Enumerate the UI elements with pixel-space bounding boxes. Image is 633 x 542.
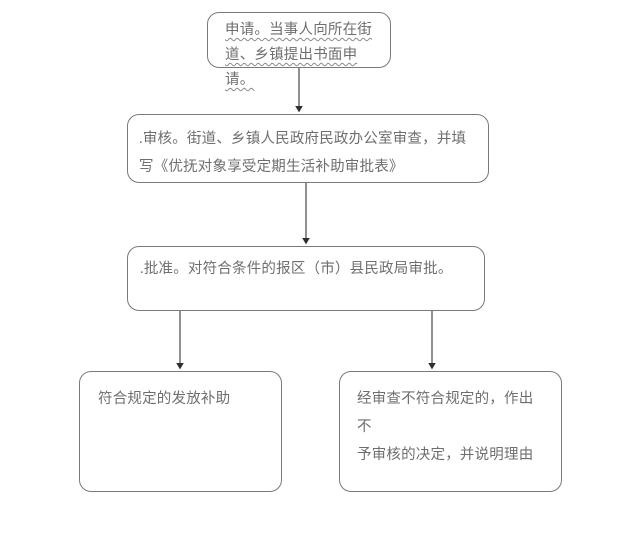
flowchart-node-apply-text: 申请。当事人向所在街道、乡镇提出书面申请。 bbox=[225, 18, 377, 93]
flowchart-node-reject-text: 经审查不符合规定的，作出不予审核的决定，并说明理由 bbox=[357, 385, 547, 469]
flowchart-node-reject-line1: 经审查不符合规定的，作出不 bbox=[357, 391, 534, 435]
flowchart-node-approve[interactable]: .批准。对符合条件的报区（市）县民政局审批。 bbox=[127, 246, 485, 311]
flowchart-node-grant-text: 符合规定的发放补助 bbox=[98, 387, 269, 412]
flowchart-node-review-text: .审核。街道、乡镇人民政府民政办公室审查，并填写《优抚对象享受定期生活补助审批表… bbox=[139, 125, 478, 181]
flowchart-node-reject-line2: 予审核的决定，并说明理由 bbox=[357, 447, 534, 463]
flowchart-node-grant[interactable]: 符合规定的发放补助 bbox=[79, 371, 282, 492]
flowchart-node-apply[interactable]: 申请。当事人向所在街道、乡镇提出书面申请。 bbox=[207, 12, 391, 88]
flowchart-node-approve-line1: .批准。对符合条件的报区（市）县民政局审批。 bbox=[140, 261, 453, 277]
flowchart-node-apply-line1: 申请。当事人向所在街 bbox=[225, 22, 372, 38]
flowchart-node-review-line1: .审核。街道、乡镇人民政府民政办公室审查，并填 bbox=[139, 131, 467, 147]
flowchart-node-review[interactable]: .审核。街道、乡镇人民政府民政办公室审查，并填写《优抚对象享受定期生活补助审批表… bbox=[127, 114, 489, 183]
flowchart-node-grant-line1: 符合规定的发放补助 bbox=[98, 391, 231, 407]
flowchart-node-apply-line2: 道、乡镇提出书面申请。 bbox=[225, 47, 358, 88]
flowchart-node-review-line2: 写《优抚对象享受定期生活补助审批表》 bbox=[139, 159, 404, 175]
flowchart-node-reject[interactable]: 经审查不符合规定的，作出不予审核的决定，并说明理由 bbox=[339, 371, 562, 492]
flowchart-node-approve-text: .批准。对符合条件的报区（市）县民政局审批。 bbox=[140, 257, 474, 282]
